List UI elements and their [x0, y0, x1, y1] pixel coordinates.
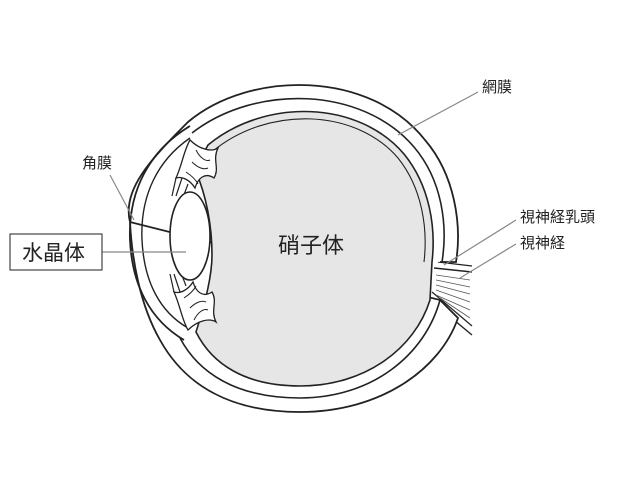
- label-lens: 水晶体: [22, 241, 85, 265]
- leader-line-retina: [398, 92, 478, 135]
- label-cornea: 角膜: [82, 154, 112, 172]
- label-retina: 網膜: [482, 78, 512, 96]
- label-optic-nerve: 視神経: [520, 234, 565, 252]
- lens: [170, 192, 210, 280]
- label-optic-disc: 視神経乳頭: [520, 208, 595, 226]
- label-vitreous: 硝子体: [278, 234, 344, 259]
